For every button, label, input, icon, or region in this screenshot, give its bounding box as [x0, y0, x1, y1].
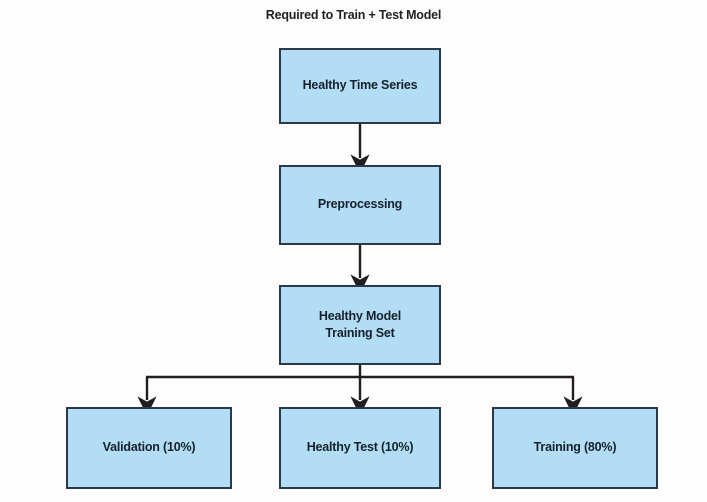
node-label-line: Training (80%): [533, 440, 617, 455]
page-title: Required to Train + Test Model: [265, 8, 442, 22]
node-label-line: Validation (10%): [102, 440, 196, 455]
node-healthy-model-training-set[interactable]: Healthy Model Training Set: [279, 285, 441, 365]
node-label-line: Training Set: [325, 326, 395, 340]
node-label-line: Healthy Time Series: [302, 78, 418, 93]
node-training[interactable]: Training (80%): [492, 407, 658, 489]
node-healthy-test[interactable]: Healthy Test (10%): [279, 407, 441, 489]
node-healthy-time-series[interactable]: Healthy Time Series: [279, 48, 441, 124]
node-label-line: Healthy Model: [318, 308, 402, 323]
node-label-line: Healthy Test (10%): [306, 440, 414, 455]
node-label-line: Preprocessing: [317, 197, 403, 212]
node-preprocessing[interactable]: Preprocessing: [279, 165, 441, 245]
node-validation[interactable]: Validation (10%): [66, 407, 232, 489]
